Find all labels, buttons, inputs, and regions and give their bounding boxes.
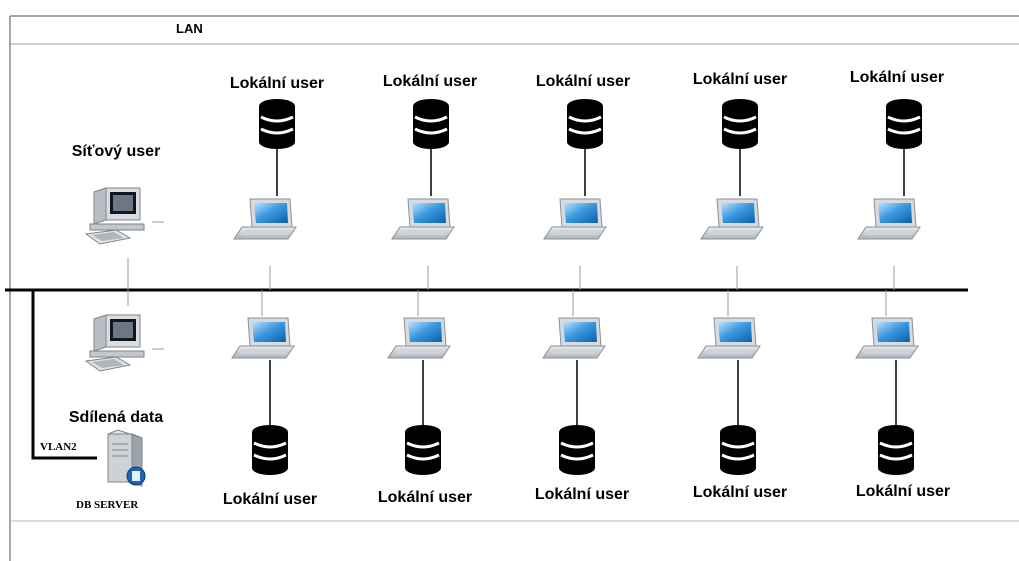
lan-label: LAN: [176, 21, 203, 36]
laptop-icon: [231, 317, 295, 359]
bottom-local-user-label: Lokální user: [377, 489, 473, 506]
database-icon: [718, 423, 758, 477]
laptop-icon: [543, 198, 607, 240]
top-local-user-label: Lokální user: [382, 73, 478, 90]
db-server-icon: [107, 429, 146, 487]
top-local-user-node: [543, 97, 607, 290]
laptop-icon: [697, 317, 761, 359]
top-local-user-node: [700, 97, 764, 290]
top-local-user-label: Lokální user: [849, 69, 945, 86]
database-icon: [720, 97, 760, 151]
desktop-computer-icon: [85, 314, 145, 372]
laptop-icon: [387, 317, 451, 359]
database-icon: [257, 97, 297, 151]
laptop-icon: [233, 198, 297, 240]
network-user-desktop-bottom: [85, 314, 164, 372]
top-local-user-label: Lokální user: [535, 73, 631, 90]
database-icon: [411, 97, 451, 151]
top-local-user-node: [233, 97, 297, 290]
shared-data-label: Sdílená data: [68, 409, 164, 426]
top-local-user-label: Lokální user: [692, 71, 788, 88]
database-icon: [557, 423, 597, 477]
bottom-local-user-node: [697, 290, 761, 477]
database-icon: [884, 97, 924, 151]
bottom-local-user-label: Lokální user: [855, 483, 951, 500]
bottom-local-user-label: Lokální user: [534, 486, 630, 503]
database-icon: [876, 423, 916, 477]
laptop-icon: [542, 317, 606, 359]
network-user-label: Síťový user: [71, 143, 161, 160]
lan-frame: [9, 15, 1019, 561]
desktop-computer-icon: [85, 187, 145, 245]
top-local-user-node: [391, 97, 455, 290]
bottom-local-user-label: Lokální user: [692, 484, 788, 501]
top-local-user-label: Lokální user: [229, 75, 325, 92]
database-icon: [250, 423, 290, 477]
bottom-local-user-node: [231, 290, 295, 477]
vlan-link: [31, 290, 97, 460]
bottom-local-user-label: Lokální user: [222, 491, 318, 508]
laptop-icon: [855, 317, 919, 359]
database-icon: [403, 423, 443, 477]
database-icon: [565, 97, 605, 151]
laptop-icon: [391, 198, 455, 240]
laptop-icon: [857, 198, 921, 240]
laptop-icon: [700, 198, 764, 240]
network-user-desktop-top: [85, 187, 164, 306]
db-server-label: DB SERVER: [76, 499, 139, 511]
vlan-label: VLAN2: [40, 441, 77, 453]
bottom-local-user-node: [542, 290, 606, 477]
bottom-local-user-node: [387, 290, 451, 477]
top-local-user-node: [857, 97, 924, 290]
bottom-local-user-node: [855, 290, 919, 477]
